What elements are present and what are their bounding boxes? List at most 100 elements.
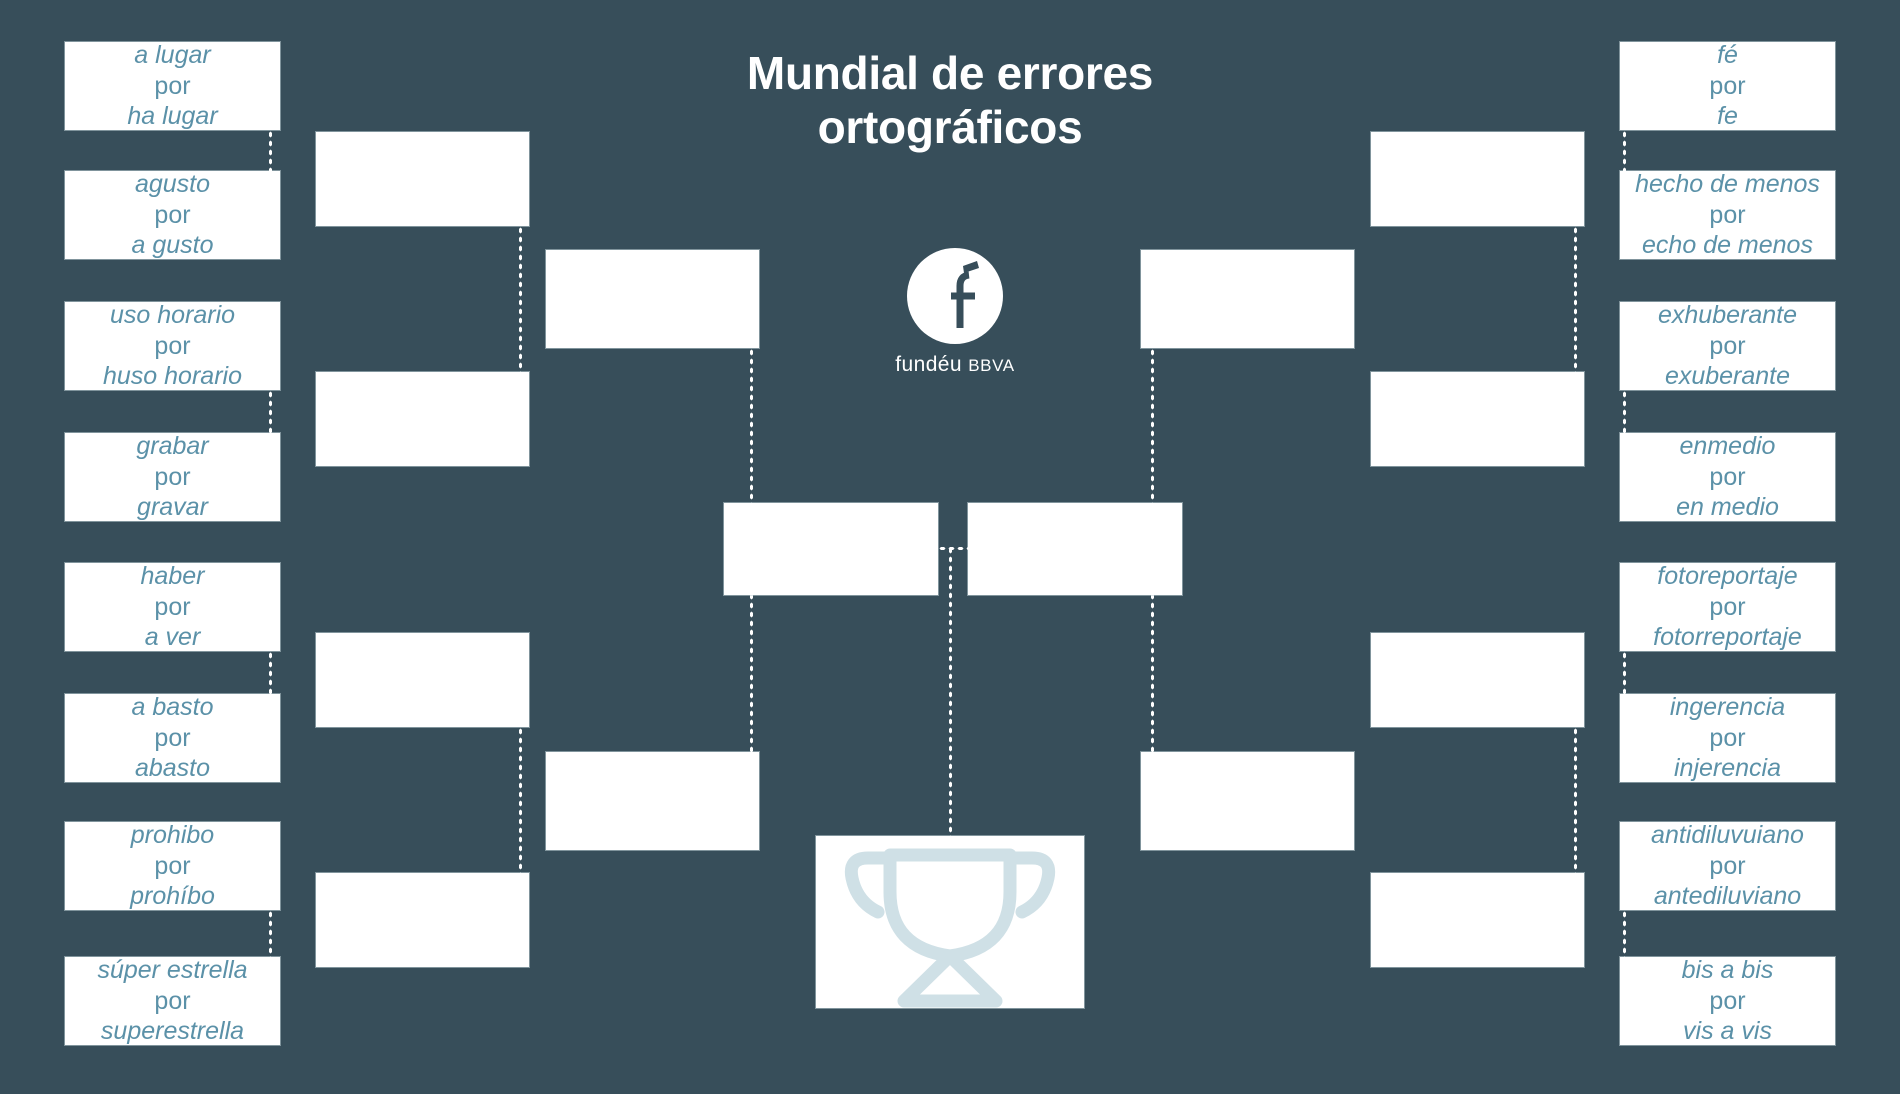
connector-right-r2-pair-1: [1573, 226, 1578, 372]
entry-por: por: [154, 71, 191, 100]
entry-wrong: agusto: [134, 170, 211, 199]
entry-box-right-8[interactable]: bis a bis por vis a vis: [1620, 956, 1835, 1046]
entry-por: por: [1709, 986, 1746, 1015]
entry-box-right-5[interactable]: fotoreportaje por fotorreportaje: [1620, 561, 1835, 653]
entry-box-right-3[interactable]: exhuberante por exuberante: [1620, 300, 1835, 392]
entry-box-right-7[interactable]: antidiluvuiano por antediluviano: [1620, 821, 1835, 910]
entry-por: por: [154, 462, 191, 491]
entry-wrong: a lugar: [134, 41, 211, 70]
match-box-left-r2-2[interactable]: [316, 372, 529, 466]
entry-wrong: grabar: [136, 432, 209, 461]
logo-wordmark: fundéu BBVA: [880, 353, 1030, 377]
entry-por: por: [1709, 71, 1746, 100]
entry-box-left-8[interactable]: súper estrella por superestrella: [65, 956, 280, 1046]
match-box-right-r2-4[interactable]: [1371, 873, 1584, 967]
entry-wrong: a basto: [131, 693, 214, 722]
entry-box-left-6[interactable]: a basto por abasto: [65, 692, 280, 784]
trophy-icon: [844, 848, 1056, 1008]
entry-right: superestrella: [100, 1017, 245, 1046]
entry-por: por: [1709, 592, 1746, 621]
entry-text: exhuberante por exuberante: [1650, 300, 1805, 392]
entry-por: por: [154, 331, 191, 360]
page-title-line-2: ortográficos: [817, 101, 1083, 154]
match-box-left-r3-1[interactable]: [546, 250, 759, 348]
entry-wrong: exhuberante: [1657, 301, 1797, 330]
entry-wrong: fé: [1717, 41, 1738, 70]
entry-wrong: uso horario: [109, 301, 236, 330]
page-title-line-1: Mundial de errores: [746, 47, 1154, 99]
entry-box-right-6[interactable]: ingerencia por injerencia: [1620, 693, 1835, 783]
entry-box-left-1[interactable]: a lugar por ha lugar: [65, 40, 280, 132]
entry-box-left-3[interactable]: uso horario por huso horario: [65, 300, 280, 392]
match-box-right-r2-2[interactable]: [1371, 372, 1584, 466]
entry-right: echo de menos: [1642, 231, 1813, 260]
entry-box-left-5[interactable]: haber por a ver: [65, 562, 280, 652]
connector-right-r1-pair-1: [1622, 130, 1627, 172]
entry-text: fotoreportaje por fotorreportaje: [1645, 561, 1810, 653]
entry-por: por: [1709, 723, 1746, 752]
entry-text: uso horario por huso horario: [95, 300, 250, 392]
connector-right-r3-to-final-bottom: [1150, 592, 1155, 754]
entry-right: abasto: [134, 754, 211, 783]
entry-wrong: súper estrella: [97, 956, 248, 985]
match-box-left-r2-4[interactable]: [316, 873, 529, 967]
entry-text: agusto por a gusto: [123, 169, 221, 261]
entry-right: vis a vis: [1683, 1017, 1772, 1046]
connector-left-r2-pair-2: [518, 727, 523, 873]
champion-box[interactable]: [816, 836, 1084, 1008]
match-box-final-right[interactable]: [968, 503, 1182, 595]
entry-wrong: enmedio: [1679, 432, 1776, 461]
match-box-right-r3-1[interactable]: [1141, 250, 1354, 348]
match-box-right-r2-1[interactable]: [1371, 132, 1584, 226]
match-box-final-left[interactable]: [724, 503, 938, 595]
entry-right: a ver: [144, 623, 201, 652]
logo-circle: [907, 248, 1003, 344]
entry-por: por: [154, 723, 191, 752]
connector-left-r1-pair-3: [268, 651, 273, 695]
entry-right: fe: [1717, 102, 1738, 131]
entry-box-right-2[interactable]: hecho de menos por echo de menos: [1620, 169, 1835, 261]
entry-wrong: antidiluvuiano: [1651, 821, 1804, 850]
entry-por: por: [154, 592, 191, 621]
connector-left-r1-pair-1: [268, 130, 273, 172]
connector-right-r3-to-final-top: [1150, 348, 1155, 504]
entry-text: enmedio por en medio: [1668, 431, 1787, 523]
entry-text: hecho de menos por echo de menos: [1627, 169, 1828, 261]
entry-wrong: haber: [140, 562, 205, 591]
entry-wrong: bis a bis: [1681, 956, 1774, 985]
match-box-right-r2-3[interactable]: [1371, 633, 1584, 727]
connector-final-to-champion: [948, 546, 953, 838]
connector-left-r1-pair-2: [268, 390, 273, 434]
match-box-left-r3-2[interactable]: [546, 752, 759, 850]
connector-right-r1-pair-3: [1622, 651, 1627, 695]
entry-text: a basto por abasto: [123, 692, 221, 784]
entry-wrong: hecho de menos: [1635, 170, 1820, 199]
entry-right: injerencia: [1673, 754, 1781, 783]
entry-box-left-7[interactable]: prohibo por prohíbo: [65, 821, 280, 911]
entry-box-right-4[interactable]: enmedio por en medio: [1620, 431, 1835, 523]
match-box-left-r2-1[interactable]: [316, 132, 529, 226]
entry-right: huso horario: [103, 362, 242, 391]
entry-por: por: [1709, 331, 1746, 360]
connector-right-r1-pair-4: [1622, 910, 1627, 958]
match-box-left-r2-3[interactable]: [316, 633, 529, 727]
fundeu-bbva-logo: fundéu BBVA: [880, 248, 1030, 377]
entry-por: por: [154, 986, 191, 1015]
entry-right: gravar: [137, 493, 208, 522]
entry-right: prohíbo: [130, 882, 215, 911]
entry-box-left-2[interactable]: agusto por a gusto: [65, 169, 280, 261]
logo-wordmark-main: fundéu: [895, 353, 962, 376]
connector-left-r2-pair-1: [518, 226, 523, 372]
entry-wrong: ingerencia: [1669, 693, 1786, 722]
entry-right: a gusto: [131, 231, 214, 260]
entry-por: por: [154, 200, 191, 229]
entry-box-left-4[interactable]: grabar por gravar: [65, 432, 280, 522]
match-box-right-r3-2[interactable]: [1141, 752, 1354, 850]
entry-por: por: [1709, 200, 1746, 229]
entry-box-right-1[interactable]: fé por fe: [1620, 40, 1835, 132]
page-title: Mundial de errores ortográficos: [620, 46, 1280, 155]
entry-text: fé por fe: [1701, 40, 1753, 132]
entry-right: en medio: [1676, 493, 1779, 522]
entry-text: a lugar por ha lugar: [119, 40, 225, 132]
